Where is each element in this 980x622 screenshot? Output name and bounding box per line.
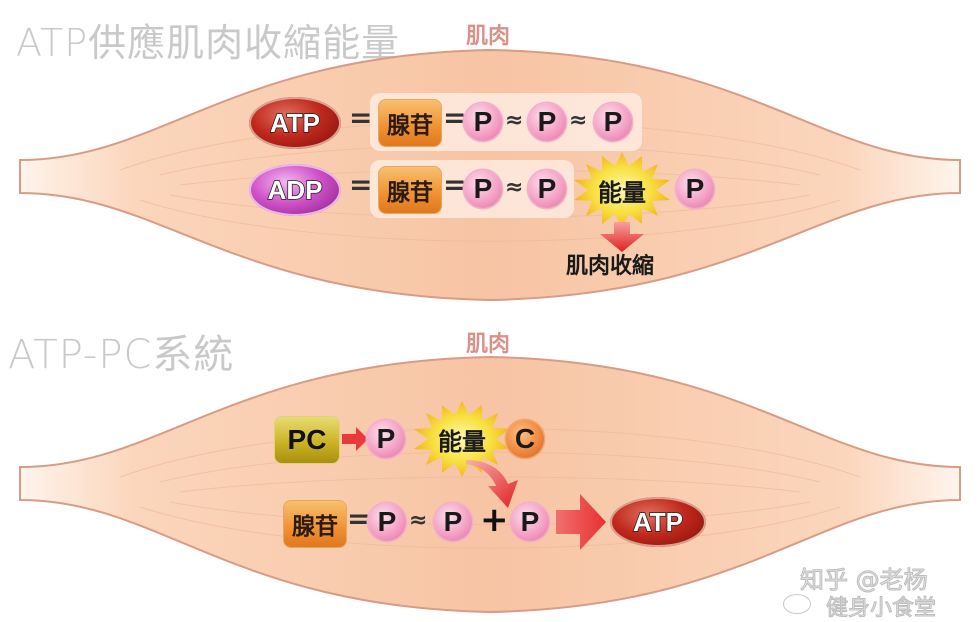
high-energy-bond-icon: ≈ xyxy=(505,108,524,133)
phosphate-1: P xyxy=(464,103,502,141)
section2-title: ATP-PC系統 xyxy=(8,332,235,378)
section1-muscle-label: 肌肉 xyxy=(466,24,511,49)
creatine: C xyxy=(506,420,544,458)
adenosine-link: = xyxy=(443,168,467,201)
wechat-icon xyxy=(783,594,811,614)
down-arrow-icon xyxy=(600,222,644,252)
phosphate-1: P xyxy=(368,503,406,541)
adp-molecule: ADP xyxy=(249,164,341,216)
muscle-shape-bottom xyxy=(19,355,961,614)
watermark-account: 健身小食堂 xyxy=(825,596,937,622)
phosphate-3: P xyxy=(594,103,632,141)
phosphate: P xyxy=(367,420,405,458)
adenosine-link: = xyxy=(347,502,371,535)
added-phosphate: P xyxy=(511,503,549,541)
phosphate-1: P xyxy=(464,170,502,208)
section2-muscle-label: 肌肉 xyxy=(466,332,511,357)
big-right-arrow-icon xyxy=(556,494,606,550)
energy-burst-icon xyxy=(574,152,670,228)
atp-product: ATP xyxy=(610,497,706,547)
adenosine-block: 腺苷 xyxy=(283,500,347,548)
high-energy-bond-icon: ≈ xyxy=(505,175,524,200)
released-phosphate: P xyxy=(676,170,714,208)
section1-title: ATP供應肌肉收縮能量 xyxy=(16,21,401,65)
energy-label: 能量 xyxy=(598,178,646,207)
watermark-author: 知乎 @老杨 xyxy=(800,566,929,595)
equals-sign: = xyxy=(349,168,373,201)
energy-label: 能量 xyxy=(438,427,486,456)
curved-arrow-icon xyxy=(466,460,518,508)
right-arrow-icon xyxy=(342,427,368,451)
muscle-contraction-label: 肌肉收縮 xyxy=(566,254,655,279)
adenosine-block: 腺苷 xyxy=(378,166,442,214)
phosphate-2: P xyxy=(434,503,472,541)
plus-sign: + xyxy=(480,500,509,540)
high-energy-bond-icon: ≈ xyxy=(569,108,588,133)
adenosine-block: 腺苷 xyxy=(378,99,442,147)
phosphocreatine-block: PC xyxy=(274,416,340,464)
phosphate-2: P xyxy=(528,170,566,208)
high-energy-bond-icon: ≈ xyxy=(409,508,428,533)
atp-molecule: ATP xyxy=(249,97,341,149)
adenosine-link: = xyxy=(443,101,467,134)
equals-sign: = xyxy=(349,101,373,134)
energy-burst-icon xyxy=(414,401,510,477)
phosphate-2: P xyxy=(528,103,566,141)
